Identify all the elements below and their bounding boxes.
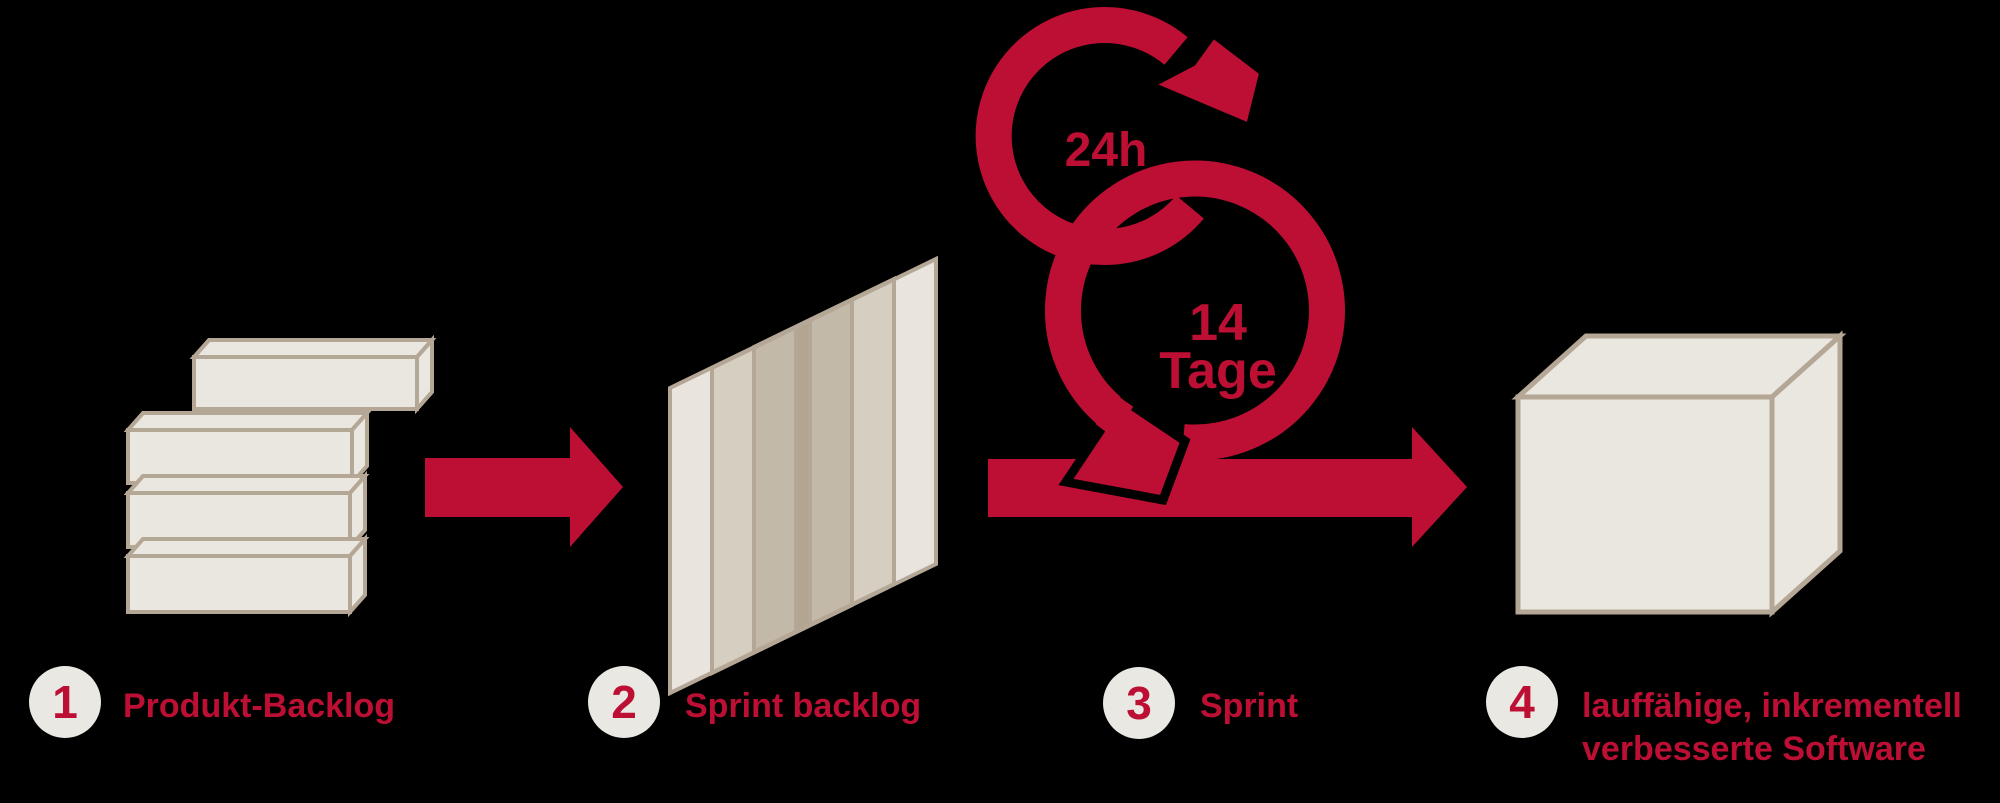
daily-ring-arc (975, 7, 1204, 266)
step-1-badge (29, 666, 101, 738)
cube-front-face (1515, 394, 1775, 615)
step-2-number: 2 (611, 676, 637, 728)
sprint-duration-line2: Tage (1159, 342, 1277, 400)
step-4-label-line2: verbesserte Software (1582, 730, 1926, 768)
panel-region (852, 279, 894, 605)
sprint-duration-line1: 14 (1189, 294, 1247, 352)
step-4-label-line1: lauffähige, inkrementell (1582, 687, 1962, 725)
backlog-bar-top-face (123, 537, 370, 558)
software-cube-icon (1511, 330, 1847, 618)
step-3-label: Sprint (1200, 687, 1298, 725)
backlog-bar-top-face (123, 411, 372, 432)
step-1: 1 Produkt-Backlog (29, 666, 395, 738)
panel-region (712, 347, 754, 673)
panel-region (670, 368, 712, 693)
arrow-right-icon (425, 427, 623, 547)
panel-region (894, 259, 936, 584)
step-3-number: 3 (1126, 677, 1152, 729)
daily-cycle-label: 24h (1065, 124, 1148, 177)
daily-ring-arrowhead-icon (1137, 26, 1270, 135)
sprint-ring-arc (1045, 160, 1345, 461)
step-legend: 1 Produkt-Backlog 2 Sprint backlog 3 Spr… (29, 666, 1962, 768)
step-1-label: Produkt-Backlog (123, 687, 395, 725)
sprint-loop-icon: 24h 14 Tage (975, 7, 1467, 547)
step-1-number: 1 (52, 676, 78, 728)
step-4: 4 lauffähige, inkrementell verbesserte S… (1486, 666, 1962, 768)
step-2-label: Sprint backlog (685, 687, 921, 725)
sprint-ring-arc-patch (1095, 395, 1134, 438)
sprint-backlog-panels-icon (668, 255, 938, 697)
step-3: 3 Sprint (1103, 667, 1298, 739)
step-2: 2 Sprint backlog (588, 666, 921, 738)
step-3-badge (1103, 667, 1175, 739)
backlog-bar-front-face (126, 554, 352, 614)
step-4-badge (1486, 666, 1558, 738)
step-2-badge (588, 666, 660, 738)
backlog-bar-top-face (123, 474, 370, 495)
panel-outline (794, 255, 938, 636)
backlog-bar-front-face (192, 355, 419, 411)
timeline-arrow-icon (988, 427, 1467, 547)
panel-region (796, 320, 810, 632)
product-backlog-stack-icon (123, 334, 437, 618)
panel-region (754, 327, 796, 652)
panel-region (810, 300, 852, 625)
backlog-bar-top-face (189, 338, 437, 359)
step-4-number: 4 (1509, 676, 1535, 728)
